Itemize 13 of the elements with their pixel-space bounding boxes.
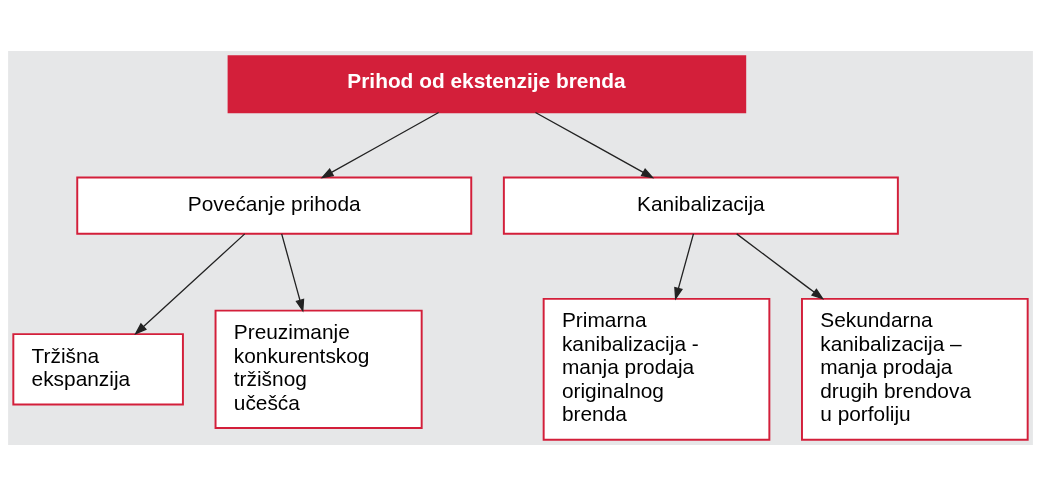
arrow: [674, 232, 695, 300]
node-box: Kanibalizacija: [502, 176, 899, 235]
node-box: Sekundarna kanibalizacija – manja prodaja drugih brendova u porfoliju: [801, 297, 1029, 441]
node-box: Prihod od ekstenzije brenda: [227, 54, 747, 113]
arrow: [320, 111, 440, 178]
node-box: Povećanje prihoda: [76, 176, 473, 235]
arrow: [736, 232, 825, 300]
arrow: [281, 232, 305, 312]
arrow: [534, 111, 655, 178]
arrow: [134, 232, 246, 335]
node-box: Preuzimanje konkurentskog tržišnog učešća: [214, 309, 423, 429]
node-box: Tržišna ekspanzija: [12, 332, 184, 406]
node-box: Primarna kanibalizacija - manja prodaja originalnog brenda: [542, 297, 771, 441]
